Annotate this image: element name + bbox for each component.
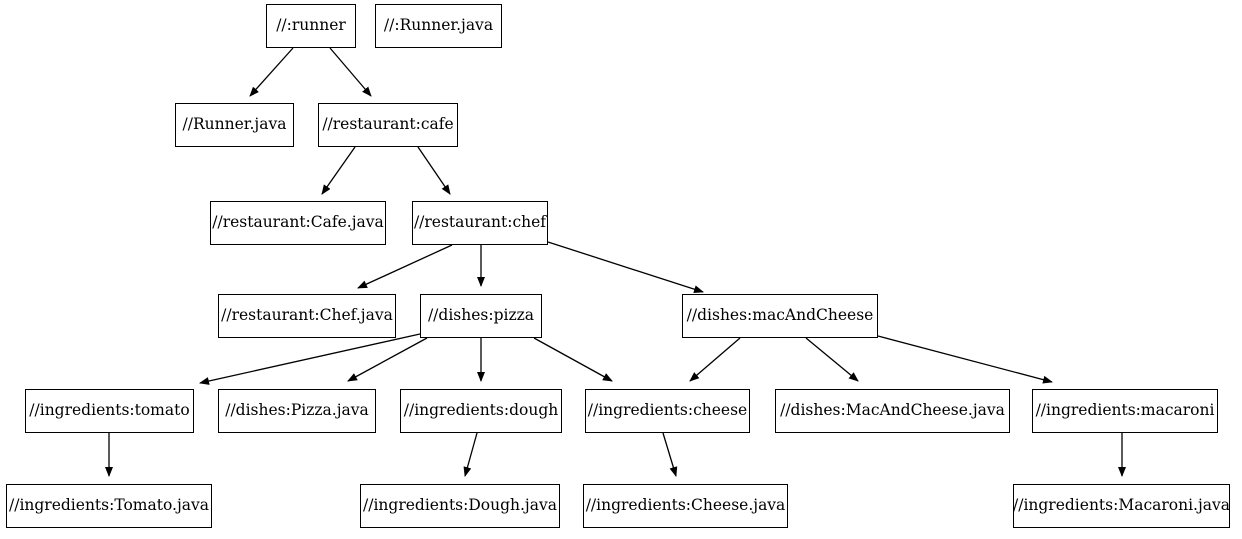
graph-node-root_runner_java[interactable]: //:Runner.java <box>375 4 502 48</box>
graph-edge-restaurant_chef-to-dishes_macandcheese <box>547 241 704 294</box>
graph-edge-restaurant_cafe-to-restaurant_cafe_java <box>321 146 356 195</box>
graph-node-restaurant_chef_java[interactable]: //restaurant:Chef.java <box>218 294 396 338</box>
graph-node-ingredients_cheese_java[interactable]: //ingredients:Cheese.java <box>583 484 788 528</box>
graph-node-dishes_macandcheese[interactable]: //dishes:macAndCheese <box>682 294 878 338</box>
graph-node-label: //Runner.java <box>182 115 287 134</box>
graph-node-label: //dishes:pizza <box>427 306 535 325</box>
graph-edge-ingredients_dough-to-ingredients_dough_java <box>463 432 478 477</box>
graph-node-ingredients_dough[interactable]: //ingredients:dough <box>400 389 562 433</box>
graph-node-dishes_pizza_java[interactable]: //dishes:Pizza.java <box>218 389 376 433</box>
graph-node-label: //restaurant:cafe <box>322 115 454 134</box>
graph-node-label: //:Runner.java <box>383 16 494 35</box>
graph-node-label: //restaurant:Chef.java <box>221 306 393 325</box>
graph-node-ingredients_cheese[interactable]: //ingredients:cheese <box>585 389 750 433</box>
graph-node-label: //ingredients:tomato <box>29 401 190 420</box>
graph-edge-dishes_macandcheese-to-ingredients_macaroni <box>877 335 1053 384</box>
graph-node-label: //ingredients:Tomato.java <box>9 496 209 515</box>
graph-edge-restaurant_chef-to-restaurant_chef_java <box>357 244 453 289</box>
graph-node-dishes_macandcheese_java[interactable]: //dishes:MacAndCheese.java <box>775 389 1010 433</box>
graph-node-label: //ingredients:Cheese.java <box>585 496 786 515</box>
graph-node-restaurant_cafe[interactable]: //restaurant:cafe <box>318 103 458 147</box>
graph-node-label: //restaurant:Cafe.java <box>212 213 384 232</box>
graph-edge-restaurant_cafe-to-restaurant_chef <box>417 146 451 195</box>
graph-edge-dishes_macandcheese-to-ingredients_cheese <box>689 337 741 382</box>
graph-node-label: //:runner <box>276 16 346 35</box>
graph-node-ingredients_macaroni[interactable]: //ingredients:macaroni <box>1032 389 1218 433</box>
graph-node-restaurant_chef[interactable]: //restaurant:chef <box>412 201 548 245</box>
graph-node-label: //ingredients:macaroni <box>1035 401 1215 420</box>
graph-node-ingredients_tomato[interactable]: //ingredients:tomato <box>25 389 194 433</box>
graph-node-label: //ingredients:cheese <box>587 401 748 420</box>
graph-edge-runner-to-runner_java <box>249 47 294 97</box>
graph-node-ingredients_macaroni_java[interactable]: //ingredients:Macaroni.java <box>1013 484 1230 528</box>
graph-node-label: //ingredients:Macaroni.java <box>1013 496 1231 515</box>
graph-node-ingredients_tomato_java[interactable]: //ingredients:Tomato.java <box>6 484 212 528</box>
graph-node-label: //dishes:Pizza.java <box>225 401 369 420</box>
graph-edge-dishes_pizza-to-ingredients_cheese <box>533 337 613 382</box>
graph-node-runner[interactable]: //:runner <box>266 4 356 48</box>
graph-edge-ingredients_cheese-to-ingredients_cheese_java <box>662 432 678 477</box>
graph-node-label: //ingredients:Dough.java <box>363 496 557 515</box>
graph-edge-runner-to-restaurant_cafe <box>329 47 372 97</box>
graph-node-label: //dishes:MacAndCheese.java <box>780 401 1005 420</box>
graph-node-label: //dishes:macAndCheese <box>686 306 874 325</box>
graph-node-dishes_pizza[interactable]: //dishes:pizza <box>420 294 542 338</box>
graph-edge-dishes_pizza-to-dishes_pizza_java <box>347 337 428 382</box>
graph-edge-dishes_macandcheese-to-dishes_macandcheese_java <box>805 337 859 382</box>
graph-node-label: //ingredients:dough <box>403 401 559 420</box>
graph-edge-dishes_pizza-to-ingredients_tomato <box>199 333 421 385</box>
graph-node-restaurant_cafe_java[interactable]: //restaurant:Cafe.java <box>210 201 386 245</box>
graph-node-runner_java[interactable]: //Runner.java <box>175 103 294 147</box>
graph-node-ingredients_dough_java[interactable]: //ingredients:Dough.java <box>360 484 560 528</box>
graph-node-label: //restaurant:chef <box>413 213 547 232</box>
